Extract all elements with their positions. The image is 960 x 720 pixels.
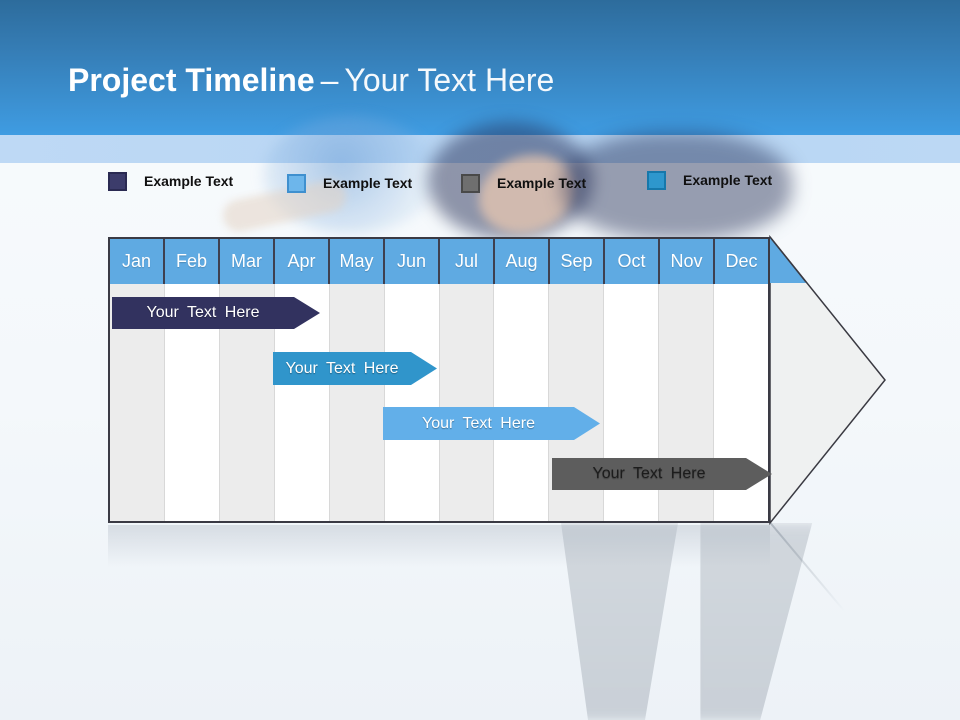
month-header-mar: Mar xyxy=(220,239,275,284)
timeline-bar-2[interactable]: Your Text Here xyxy=(273,352,437,385)
arrow-reflection-line xyxy=(770,522,846,613)
month-column-jul xyxy=(439,284,495,521)
timeline-bar-2-shape xyxy=(273,352,437,385)
month-header-apr: Apr xyxy=(275,239,330,284)
title-placeholder-text: Your Text Here xyxy=(344,62,555,98)
timeline-bar-3[interactable]: Your Text Here xyxy=(383,407,600,440)
timeline-bar-4[interactable]: Your Text Here xyxy=(552,458,772,490)
month-header-jul: Jul xyxy=(440,239,495,284)
month-header-oct: Oct xyxy=(605,239,660,284)
month-header-nov: Nov xyxy=(660,239,715,284)
table-reflection xyxy=(108,525,770,567)
title-bold-text: Project Timeline xyxy=(68,62,315,98)
timeline-bar-1-shape xyxy=(112,297,320,329)
arrow-head-shape xyxy=(769,234,886,526)
month-column-aug xyxy=(494,284,550,521)
month-header-may: May xyxy=(330,239,385,284)
arrow-head-cap xyxy=(770,238,806,283)
legend-label: Example Text xyxy=(497,175,587,191)
slide-title[interactable]: Project Timeline–Your Text Here xyxy=(68,62,554,98)
legend-item-3[interactable]: Example Text xyxy=(461,172,586,194)
legend-item-1[interactable]: Example Text xyxy=(108,170,233,192)
legend-label: Example Text xyxy=(144,173,234,189)
legend-swatch-gray xyxy=(461,173,480,193)
timeline-bar-1-label: Your Text Here xyxy=(146,304,260,321)
timeline-bar-3-shape xyxy=(383,407,600,440)
month-header-dec: Dec xyxy=(725,251,758,271)
legend-swatch-blue xyxy=(647,170,666,190)
legend-item-4[interactable]: Example Text xyxy=(647,169,772,191)
legend-swatch-lightblue xyxy=(287,173,306,193)
month-column-jun xyxy=(384,284,440,521)
month-header-feb: Feb xyxy=(165,239,220,284)
legend-swatch-navy xyxy=(108,171,127,191)
timeline-bar-4-shape xyxy=(552,458,772,490)
header-sub-strip xyxy=(0,135,960,163)
legend-label: Example Text xyxy=(323,175,413,191)
timeline-bar-2-label: Your Text Here xyxy=(285,359,399,377)
legend-label: Example Text xyxy=(683,172,773,188)
month-column-may xyxy=(329,284,385,521)
month-header-jan: Jan xyxy=(110,239,165,284)
month-header-jun: Jun xyxy=(385,239,440,284)
month-header-aug: Aug xyxy=(495,239,550,284)
legend-item-2[interactable]: Example Text xyxy=(287,172,412,194)
month-header-sep: Sep xyxy=(550,239,605,284)
timeline-bar-3-label: Your Text Here xyxy=(422,414,535,432)
title-dash: – xyxy=(320,62,339,98)
timeline-bar-4-label: Your Text Here xyxy=(592,465,706,482)
header-band xyxy=(0,0,960,135)
timeline-bar-1[interactable]: Your Text Here xyxy=(112,297,320,329)
